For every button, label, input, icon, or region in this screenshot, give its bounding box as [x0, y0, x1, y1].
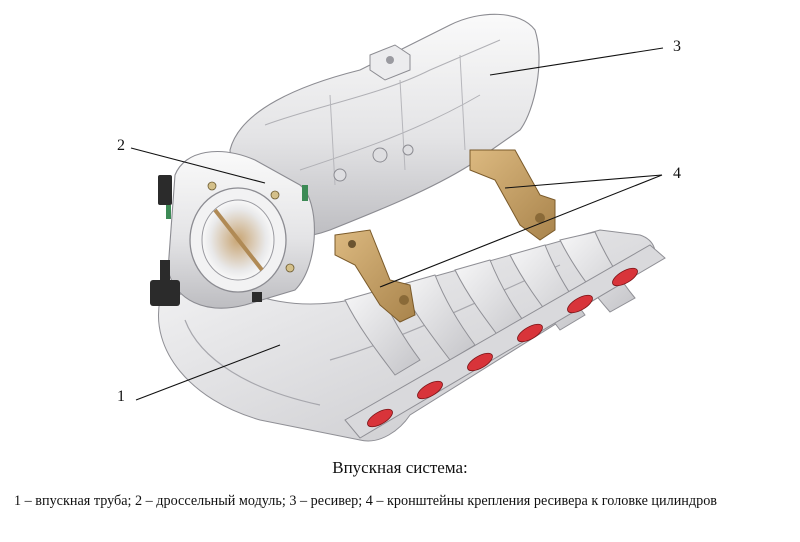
leader-lines [130, 47, 664, 401]
callout-1: 1 [117, 388, 125, 405]
throttle-module [166, 151, 315, 309]
callout-2: 2 [117, 137, 125, 154]
receiver [229, 13, 540, 238]
gasket-row [367, 267, 638, 428]
throttle-connector [150, 175, 262, 306]
callout-3: 3 [673, 38, 681, 55]
intake-system-illustration [130, 13, 666, 442]
figure-caption-legend: 1 – впускная труба; 2 – дроссельный моду… [14, 493, 717, 509]
receiver-brackets [334, 149, 556, 323]
figure-caption-title: Впускная система: [332, 458, 468, 477]
callout-4: 4 [673, 165, 681, 182]
intake-pipe [158, 229, 666, 442]
